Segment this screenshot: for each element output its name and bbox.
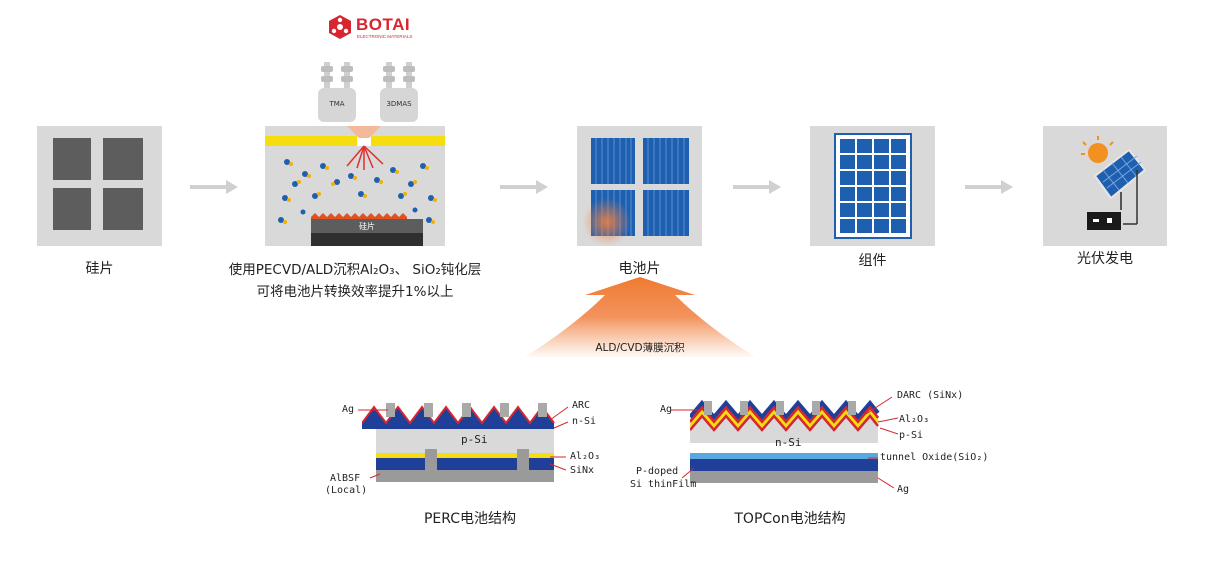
topcon-label-ag-top: Ag <box>660 404 673 415</box>
wafer-panel <box>37 126 162 246</box>
topcon-label-pdoped-film: Si thinFilm <box>630 479 697 490</box>
bottle-body <box>318 88 356 122</box>
valve-icon <box>321 62 353 88</box>
arrow-right-icon <box>500 180 548 194</box>
arrow-right-icon <box>733 180 781 194</box>
valve-icon <box>383 62 415 88</box>
perc-leader-lines <box>358 406 569 479</box>
brand-name: BOTAI <box>356 15 411 34</box>
topcon-label-darc: DARC (SiNx) <box>897 390 964 401</box>
perc-label-arc: ARC <box>572 400 591 411</box>
deposition-chamber-icon <box>265 126 445 246</box>
topcon-structure-diagram <box>690 399 880 483</box>
topcon-title: TOPCon电池结构 <box>734 511 846 527</box>
deposition-panel: 硅片 <box>265 126 445 246</box>
precursor-label: TMA <box>329 100 345 108</box>
bottle-body <box>380 88 418 122</box>
perc-label-nsi: n-Si <box>572 416 597 427</box>
perc-label-ag: Ag <box>342 404 355 415</box>
step-label-cell: 电池片 <box>618 261 661 277</box>
arrow-right-icon <box>190 180 238 194</box>
pv-system-icon <box>1081 136 1147 230</box>
perc-label-al2o3: Al₂O₃ <box>570 451 601 462</box>
deposition-arrow-icon <box>525 277 755 357</box>
topcon-label-psi: p-Si <box>899 430 924 441</box>
solar-cell-icon <box>583 138 689 246</box>
perc-label-albsf-local: (Local) <box>325 485 368 496</box>
deposition-label: ALD/CVD薄膜沉积 <box>595 342 685 354</box>
cell-panel <box>577 126 702 246</box>
topcon-label-tunnel: tunnel Oxide(SiO₂) <box>880 452 989 463</box>
wafer-inner-label: 硅片 <box>359 222 375 231</box>
step-label-module: 组件 <box>858 253 887 269</box>
topcon-label-pdoped: P-doped <box>636 466 679 477</box>
arrow-right-icon <box>965 180 1013 194</box>
topcon-label-nsi: n-Si <box>775 436 802 449</box>
perc-title: PERC电池结构 <box>423 511 517 527</box>
power-panel <box>1043 126 1167 246</box>
perc-label-psi: p-Si <box>461 433 488 446</box>
step-label-wafer: 硅片 <box>85 261 114 277</box>
precursor-label: 3DMAS <box>386 100 412 108</box>
precursor-tma: TMA <box>316 58 358 122</box>
brand-logo: BOTAI ELECTRONIC MATERIALS <box>328 14 428 44</box>
wafer-icon <box>53 138 143 230</box>
topcon-leader-lines <box>670 396 899 489</box>
brand-tagline: ELECTRONIC MATERIALS <box>357 34 413 39</box>
topcon-label-ag-bottom: Ag <box>897 484 910 495</box>
step-label-efficiency: 可将电池片转换效率提升1%以上 <box>256 284 454 300</box>
precursor-3dmas: 3DMAS <box>378 58 420 122</box>
perc-structure-diagram <box>362 403 555 482</box>
perc-label-sinx: SiNx <box>570 465 595 476</box>
topcon-label-al2o3: Al₂O₃ <box>899 414 930 425</box>
solar-module-icon <box>834 133 912 239</box>
step-label-deposition: 使用PECVD/ALD沉积Al₂O₃、 SiO₂钝化层 <box>228 262 482 278</box>
module-panel <box>810 126 935 246</box>
perc-label-albsf: AlBSF <box>330 473 361 484</box>
step-label-power: 光伏发电 <box>1077 251 1133 267</box>
brand-emblem-icon <box>329 15 351 39</box>
